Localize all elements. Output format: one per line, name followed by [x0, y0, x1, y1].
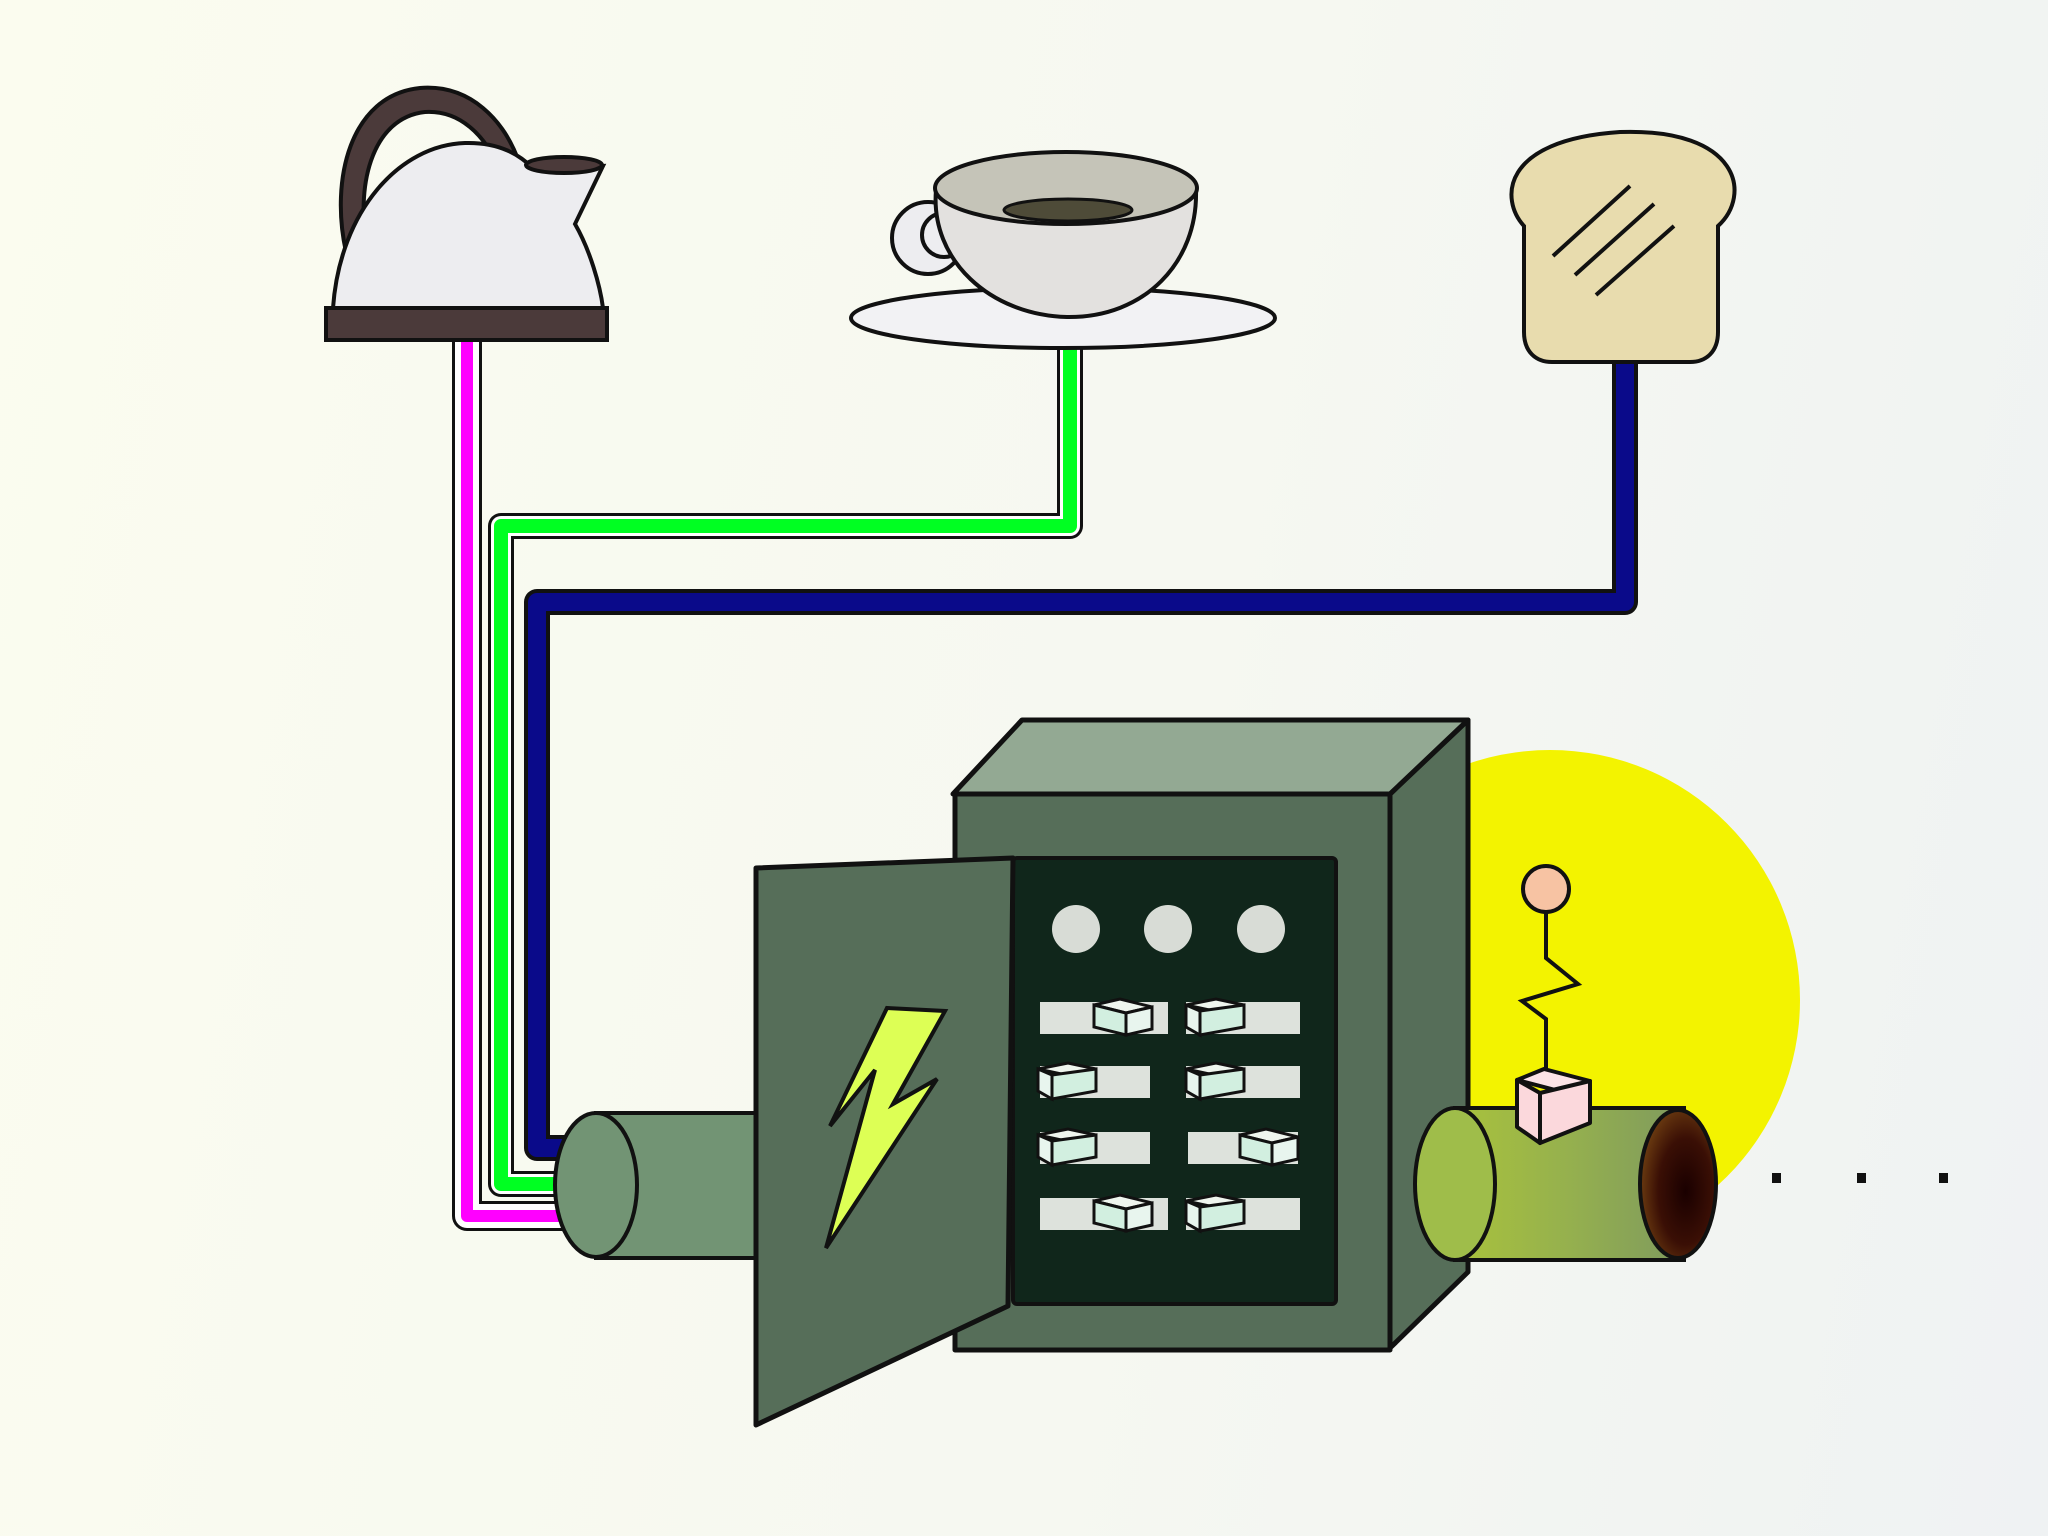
indicator-light-2: [1144, 905, 1192, 953]
indicator-light-1: [1052, 905, 1100, 953]
power-cabinet: [950, 717, 1471, 1353]
breaker-switch: [1184, 1193, 1300, 1234]
breaker-switches: [1036, 997, 1300, 1234]
breaker-switch: [1036, 1127, 1150, 1168]
indicator-lights: [1052, 905, 1285, 953]
breaker-switch: [1184, 997, 1300, 1038]
indicator-light-3: [1237, 905, 1285, 953]
cable-teacup: [488, 346, 1083, 1197]
output-pipe: [1413, 1106, 1718, 1262]
input-pipe: [553, 1111, 768, 1260]
breaker-switch: [1184, 1061, 1300, 1102]
sensor-cube: [1515, 1067, 1592, 1145]
sensor-antenna: [1515, 864, 1592, 1145]
breaker-switch: [1188, 1127, 1300, 1167]
cabinet-door: [753, 855, 1016, 1428]
cable-kettle: [452, 340, 575, 1231]
kettle-icon: [324, 85, 609, 342]
breaker-switch: [1036, 1061, 1150, 1102]
signal-ball: [1521, 864, 1571, 914]
teacup-icon: [849, 150, 1277, 350]
breaker-switch: [1040, 1193, 1168, 1233]
pipe-opening: [1638, 1108, 1718, 1260]
toast-icon: [1509, 129, 1737, 364]
lightning-bolt-icon: [824, 1005, 949, 1250]
cable-toaster: [524, 360, 1638, 1161]
continuation-dots: [1772, 1173, 1948, 1183]
breaker-switch: [1040, 997, 1168, 1037]
